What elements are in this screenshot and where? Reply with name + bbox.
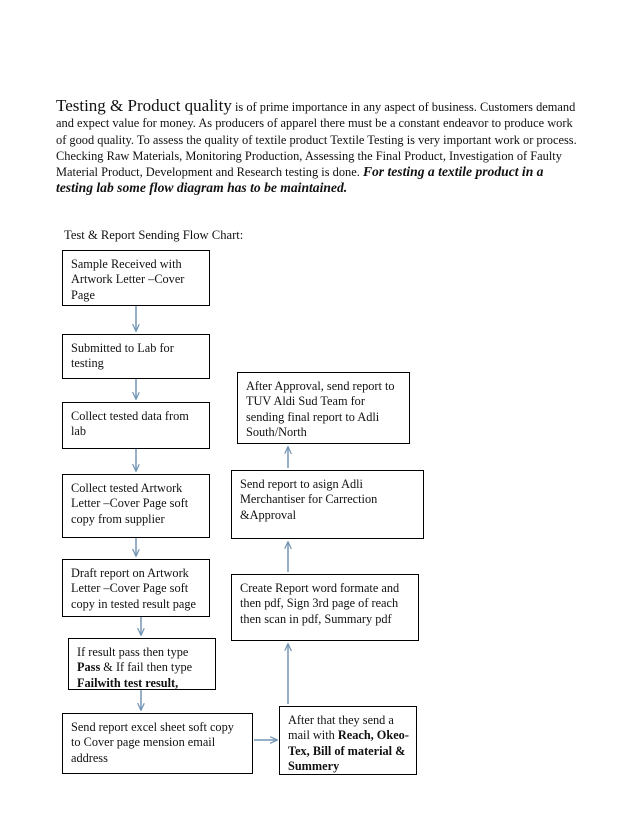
- intro-closing: For testing a textile product in a testi…: [56, 164, 544, 196]
- flowchart-caption: Test & Report Sending Flow Chart:: [64, 228, 244, 242]
- if-result-text-1: If result pass then type: [77, 645, 189, 659]
- flow-node-after-approval[interactable]: After Approval, send report to TUV Aldi …: [237, 372, 410, 444]
- if-result-bold-pass: Pass: [77, 660, 101, 675]
- flow-node-collect-tested-data[interactable]: Collect tested data from lab: [62, 402, 210, 449]
- flow-node-create-report[interactable]: Create Report word formate and then pdf,…: [231, 574, 419, 641]
- flow-node-sample-received[interactable]: Sample Received with Artwork Letter –Cov…: [62, 250, 210, 306]
- if-result-bold-fail: Failwith test result,: [77, 675, 179, 690]
- after-that-bold: Reach, Okeo-Tex, Bill of material & Summ…: [288, 728, 409, 774]
- flow-node-draft-report[interactable]: Draft report on Artwork Letter –Cover Pa…: [62, 559, 210, 617]
- if-result-text-2: & If fail then type: [100, 660, 193, 675]
- flow-node-after-that-send-mail[interactable]: After that they send a mail with Reach, …: [279, 706, 417, 775]
- intro-body: is of prime importance in any aspect of …: [56, 100, 577, 180]
- intro-lead: Testing & Product quality: [56, 96, 232, 115]
- flow-node-send-report-excel[interactable]: Send report excel sheet soft copy to Cov…: [62, 713, 253, 774]
- after-that-text: After that they send a mail with: [288, 713, 394, 743]
- flow-node-submitted-to-lab[interactable]: Submitted to Lab for testing: [62, 334, 210, 379]
- flow-node-collect-tested-artwork[interactable]: Collect tested Artwork Letter –Cover Pag…: [62, 474, 210, 538]
- flow-node-if-result[interactable]: If result pass then type Pass & If fail …: [68, 638, 216, 690]
- flow-node-send-report-adli[interactable]: Send report to asign Adli Merchantiser f…: [231, 470, 424, 539]
- intro-paragraph: Testing & Product quality is of prime im…: [56, 96, 580, 197]
